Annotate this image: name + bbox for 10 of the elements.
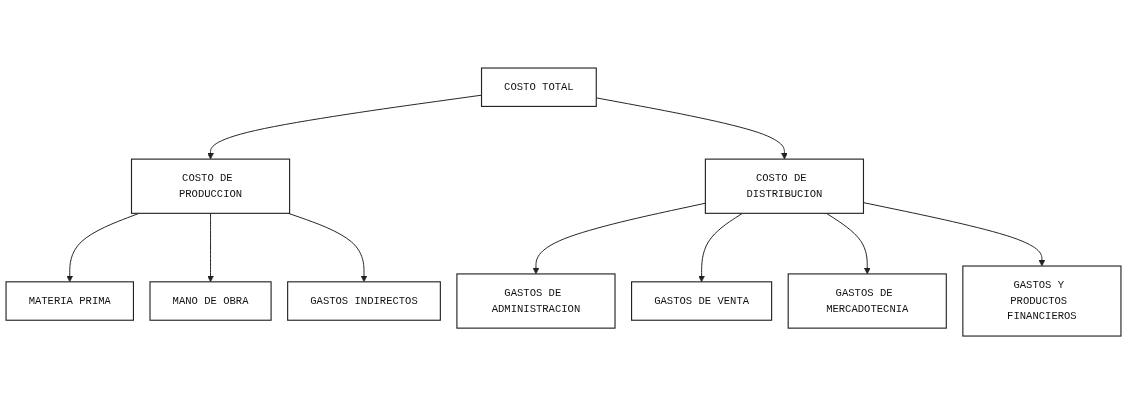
node-box: COSTO DE PRODUCCION bbox=[130, 158, 291, 214]
node-box: GASTOS DE VENTA bbox=[631, 281, 773, 321]
node-box: COSTO TOTAL bbox=[480, 67, 597, 107]
node-box: MATERIA PRIMA bbox=[5, 281, 134, 321]
node-box: GASTOS DE ADMINISTRACION bbox=[456, 273, 616, 329]
node-box: MANO DE OBRA bbox=[149, 281, 272, 321]
node-box: COSTO DE DISTRIBUCION bbox=[704, 158, 865, 214]
node-box: GASTOS INDIRECTOS bbox=[287, 281, 441, 321]
node-box: GASTOS DE MERCADOTECNIA bbox=[787, 273, 947, 329]
node-box: GASTOS Y PRODUCTOS FINANCIEROS bbox=[962, 265, 1122, 337]
